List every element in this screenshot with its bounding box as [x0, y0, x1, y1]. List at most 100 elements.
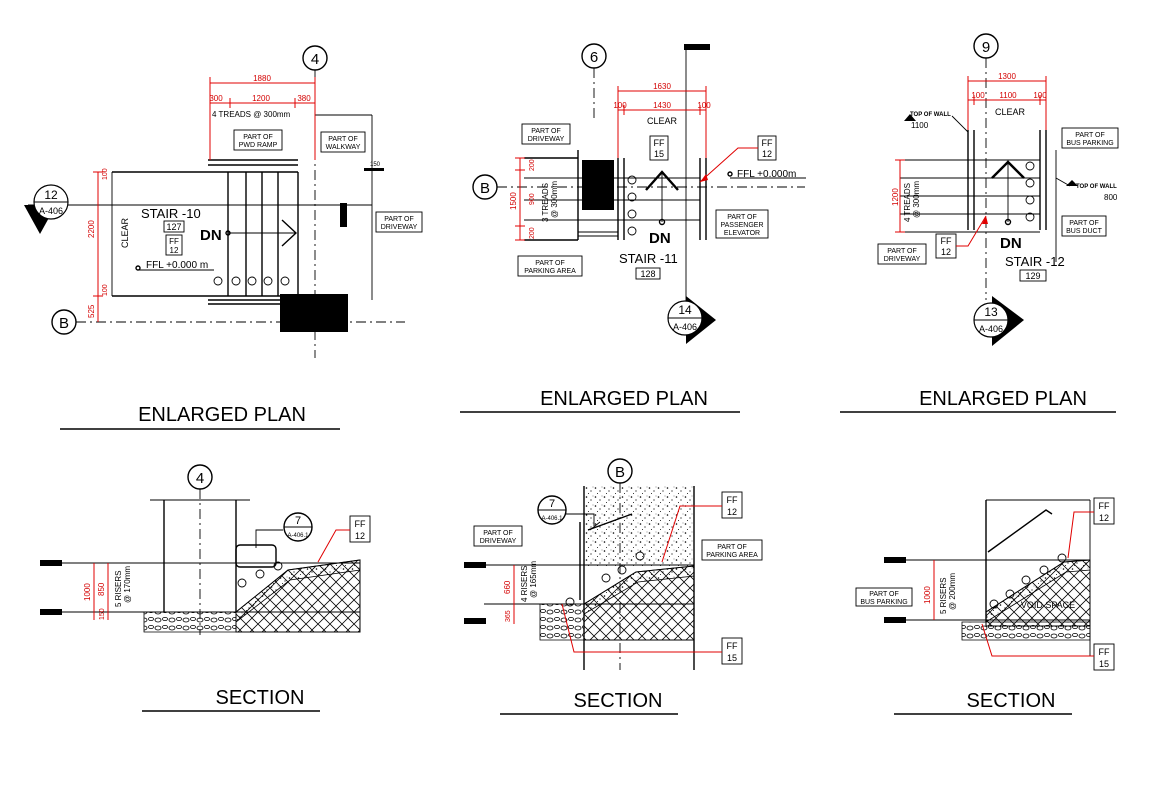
- note-line: DRIVEWAY: [480, 538, 517, 545]
- section-ref-sheet: A-406: [673, 322, 697, 332]
- ff-label: FF: [169, 237, 179, 246]
- note-line: DRIVEWAY: [528, 136, 565, 143]
- top-wall-label: TOP OF WALL: [910, 112, 951, 118]
- dim-left: 100: [971, 91, 985, 100]
- dim-lower: 150: [99, 608, 106, 620]
- section-ref-sheet: A-406: [39, 206, 63, 216]
- risers-note: @ 170mm: [123, 566, 132, 603]
- dim-seg: 200: [529, 227, 536, 239]
- dim-right: 380: [297, 94, 311, 103]
- risers-note: @ 165mm: [529, 561, 538, 598]
- ff-label: FF: [941, 236, 952, 246]
- dn-label: DN: [1000, 235, 1022, 252]
- top-wall-value: 1100: [911, 121, 929, 130]
- note-line: PART OF: [483, 530, 513, 537]
- column-block: [280, 294, 348, 332]
- note-line: PART OF: [243, 134, 273, 141]
- note-line: PART OF: [384, 216, 414, 223]
- dn-label: DN: [649, 230, 671, 247]
- dim-mid: 1100: [999, 91, 1017, 100]
- ff-number: 12: [762, 149, 772, 159]
- detail-ref-sheet: A-406.1: [287, 533, 309, 539]
- grid-label: B: [59, 315, 69, 332]
- ff-number: 12: [727, 507, 737, 517]
- section-ref-sheet: A-406: [979, 324, 1003, 334]
- dn-label: DN: [200, 227, 222, 244]
- note-line: PART OF: [717, 544, 747, 551]
- risers-note: 4 RISERS: [520, 566, 529, 602]
- treads-note: 3 TREADS: [541, 183, 550, 222]
- dim-mid: 1200: [252, 94, 270, 103]
- dim-total: 1000: [83, 583, 92, 601]
- ff-number: 12: [941, 247, 951, 257]
- detail-ref-sheet: A-406.1: [541, 516, 563, 522]
- note-line: BUS PARKING: [860, 599, 907, 606]
- note-line: PART OF: [869, 591, 899, 598]
- note-line: PASSENGER: [720, 222, 763, 229]
- dim-post: 150: [370, 162, 381, 168]
- dim-left: 300: [209, 94, 223, 103]
- dim-lower: 365: [505, 610, 512, 622]
- section-title: SECTION: [574, 690, 663, 712]
- note-line: DRIVEWAY: [884, 256, 921, 263]
- dim-upper: 660: [503, 580, 512, 594]
- stair-number: 127: [166, 222, 181, 232]
- dim-right: 100: [697, 101, 711, 110]
- plan-stair-10: 4 B 1880: [24, 45, 423, 358]
- clear-label: CLEAR: [995, 107, 1026, 117]
- treads-note: @ 300mm: [550, 181, 559, 218]
- ff-label: FF: [1099, 501, 1110, 511]
- risers-note: @ 200mm: [948, 573, 957, 610]
- clear-label: CLEAR: [120, 217, 130, 248]
- ff-number: 15: [1099, 659, 1109, 669]
- dim-total: 1880: [253, 74, 271, 83]
- top-wall-label: TOP OF WALL: [1076, 184, 1117, 190]
- plan-title: ENLARGED PLAN: [919, 388, 1087, 410]
- dim-mid: 1430: [653, 101, 671, 110]
- dim-bottom: 525: [87, 304, 96, 318]
- note-line: ELEVATOR: [724, 230, 760, 237]
- section-ref-num: 14: [678, 303, 692, 317]
- top-wall-value: 800: [1104, 193, 1118, 202]
- dim-total: 1000: [923, 586, 932, 604]
- note-line: DRIVEWAY: [381, 224, 418, 231]
- grid-label: 4: [196, 470, 204, 487]
- grid-label: 9: [982, 39, 990, 56]
- note-line: PART OF: [1069, 220, 1099, 227]
- dim-left: 100: [613, 101, 627, 110]
- note-line: PART OF: [535, 260, 565, 267]
- section-title: SECTION: [216, 687, 305, 709]
- plan-stair-12: 9 1300 100 1100 100 CLEAR 1200 4 TREADS: [877, 33, 1119, 346]
- dim-upper: 850: [97, 582, 106, 596]
- stair-name: STAIR -11: [619, 251, 678, 266]
- note-line: PARKING AREA: [706, 552, 758, 559]
- stair-name: STAIR -10: [141, 206, 201, 221]
- grid-label: 6: [590, 49, 598, 66]
- ff-label: FF: [355, 519, 366, 529]
- grid-label: B: [480, 180, 490, 197]
- section-stair-10: 4 7 A-406.1 FF 12 1000 850 150 5 RISERS …: [40, 464, 371, 635]
- section-stair-11: B 7 A-406.1 PART OF DRIVEWAY PART OF PAR…: [464, 458, 763, 670]
- ff-number: 12: [170, 246, 179, 255]
- ffl-label: FFL +0.000 m: [146, 260, 208, 271]
- ff-number: 12: [355, 531, 365, 541]
- note-line: WALKWAY: [326, 144, 361, 151]
- note-line: PWD RAMP: [239, 142, 278, 149]
- stair-number: 128: [640, 269, 655, 279]
- note-line: PART OF: [328, 136, 358, 143]
- ff-number: 15: [654, 149, 664, 159]
- section-ref-num: 12: [44, 188, 58, 202]
- stair-name: STAIR -12: [1005, 254, 1065, 269]
- dim-height: 1200: [891, 188, 900, 206]
- plan-stair-11: 6 B 1630 100 1430 100 CLEA: [472, 43, 806, 344]
- dim-total: 1630: [653, 82, 671, 91]
- dim-small: 100: [102, 168, 109, 180]
- ff-number: 15: [727, 653, 737, 663]
- plan-title: ENLARGED PLAN: [540, 388, 708, 410]
- grid-label: B: [615, 464, 625, 481]
- void-space-label: VOID SPACE: [1021, 600, 1075, 610]
- section-stair-12: VOID SPACE PART OF BUS PARKING FF 12 FF …: [855, 497, 1115, 671]
- note-line: BUS PARKING: [1066, 140, 1113, 147]
- note-line: PART OF: [531, 128, 561, 135]
